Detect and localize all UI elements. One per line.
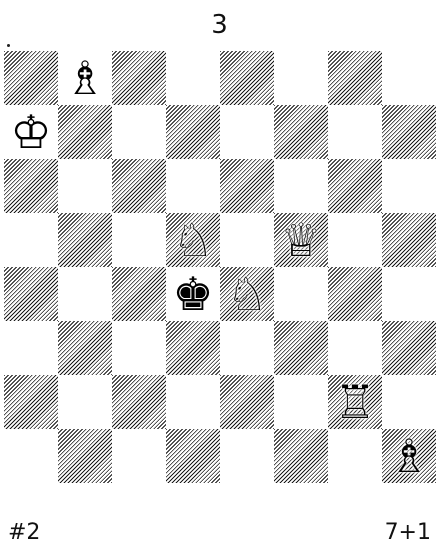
square-d6[interactable]: [166, 159, 220, 213]
square-a1[interactable]: [4, 429, 58, 483]
square-f8[interactable]: [274, 51, 328, 105]
square-c5[interactable]: [112, 213, 166, 267]
square-g6[interactable]: [328, 159, 382, 213]
square-g5[interactable]: [328, 213, 382, 267]
white-knight-icon[interactable]: ♘: [220, 267, 274, 321]
square-a7[interactable]: ♔: [4, 105, 58, 159]
square-b2[interactable]: [58, 375, 112, 429]
square-b7[interactable]: [58, 105, 112, 159]
square-e5[interactable]: [220, 213, 274, 267]
white-knight-icon[interactable]: ♘: [166, 213, 220, 267]
square-f1[interactable]: [274, 429, 328, 483]
white-queen-icon[interactable]: ♕: [274, 213, 328, 267]
square-d3[interactable]: [166, 321, 220, 375]
square-g8[interactable]: [328, 51, 382, 105]
square-c8[interactable]: [112, 51, 166, 105]
square-h5[interactable]: [382, 213, 436, 267]
square-g2[interactable]: ♖: [328, 375, 382, 429]
square-c3[interactable]: [112, 321, 166, 375]
square-e3[interactable]: [220, 321, 274, 375]
square-c1[interactable]: [112, 429, 166, 483]
problem-number: 3: [0, 10, 439, 40]
square-f3[interactable]: [274, 321, 328, 375]
square-b5[interactable]: [58, 213, 112, 267]
square-h8[interactable]: [382, 51, 436, 105]
square-b6[interactable]: [58, 159, 112, 213]
square-d7[interactable]: [166, 105, 220, 159]
square-f5[interactable]: ♕: [274, 213, 328, 267]
square-a6[interactable]: [4, 159, 58, 213]
square-f6[interactable]: [274, 159, 328, 213]
square-c6[interactable]: [112, 159, 166, 213]
square-h1[interactable]: ♗: [382, 429, 436, 483]
square-c4[interactable]: [112, 267, 166, 321]
square-e6[interactable]: [220, 159, 274, 213]
square-a8[interactable]: [4, 51, 58, 105]
white-bishop-icon[interactable]: ♗: [58, 51, 112, 105]
square-e4[interactable]: ♘: [220, 267, 274, 321]
chess-board[interactable]: ♗♔♘♕♚♘♖♗: [4, 51, 436, 483]
black-king-icon[interactable]: ♚: [166, 267, 220, 321]
square-g3[interactable]: [328, 321, 382, 375]
square-h2[interactable]: [382, 375, 436, 429]
stipulation: #2: [8, 520, 40, 546]
square-d1[interactable]: [166, 429, 220, 483]
square-a5[interactable]: [4, 213, 58, 267]
square-c2[interactable]: [112, 375, 166, 429]
square-h3[interactable]: [382, 321, 436, 375]
white-king-icon[interactable]: ♔: [4, 105, 58, 159]
square-g4[interactable]: [328, 267, 382, 321]
square-a3[interactable]: [4, 321, 58, 375]
square-e8[interactable]: [220, 51, 274, 105]
square-a4[interactable]: [4, 267, 58, 321]
square-d5[interactable]: ♘: [166, 213, 220, 267]
square-h7[interactable]: [382, 105, 436, 159]
piece-count: 7+1: [385, 520, 431, 546]
square-a2[interactable]: [4, 375, 58, 429]
square-f7[interactable]: [274, 105, 328, 159]
white-rook-icon[interactable]: ♖: [328, 375, 382, 429]
square-e7[interactable]: [220, 105, 274, 159]
square-h6[interactable]: [382, 159, 436, 213]
square-e2[interactable]: [220, 375, 274, 429]
square-b8[interactable]: ♗: [58, 51, 112, 105]
square-b4[interactable]: [58, 267, 112, 321]
square-d8[interactable]: [166, 51, 220, 105]
square-h4[interactable]: [382, 267, 436, 321]
square-f4[interactable]: [274, 267, 328, 321]
corner-dot: [7, 44, 10, 47]
square-e1[interactable]: [220, 429, 274, 483]
white-bishop-icon[interactable]: ♗: [382, 429, 436, 483]
square-g1[interactable]: [328, 429, 382, 483]
square-c7[interactable]: [112, 105, 166, 159]
square-b1[interactable]: [58, 429, 112, 483]
square-f2[interactable]: [274, 375, 328, 429]
square-b3[interactable]: [58, 321, 112, 375]
square-g7[interactable]: [328, 105, 382, 159]
square-d2[interactable]: [166, 375, 220, 429]
square-d4[interactable]: ♚: [166, 267, 220, 321]
